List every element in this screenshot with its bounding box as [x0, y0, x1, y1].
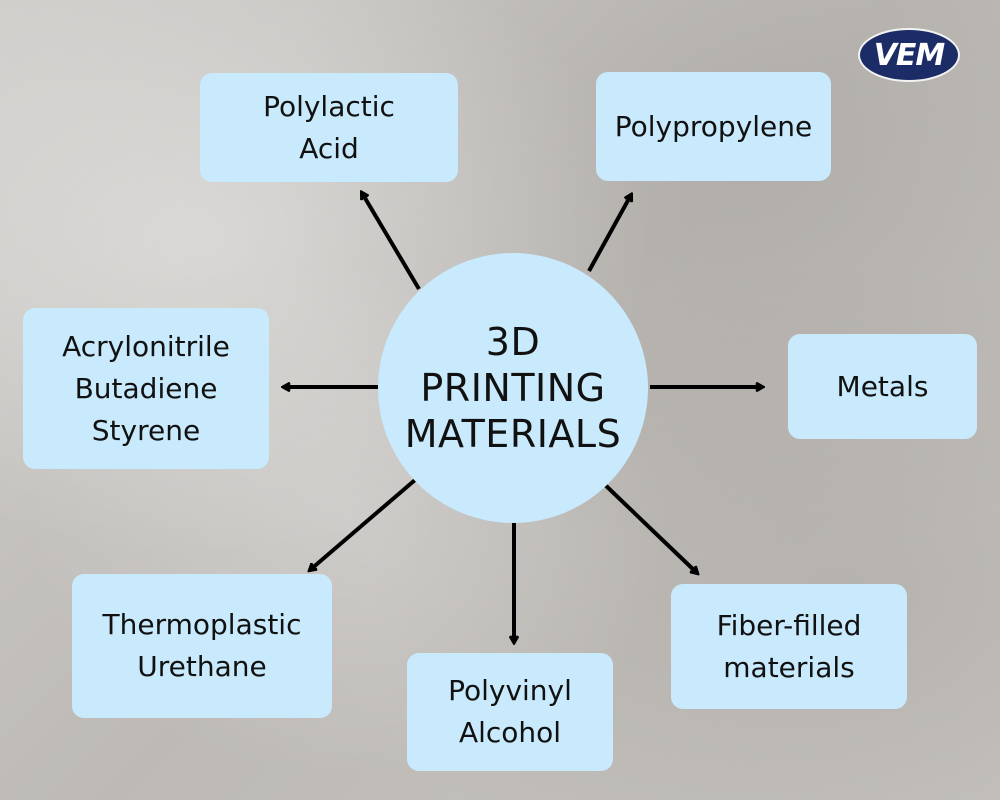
node-label-line: Styrene	[91, 413, 201, 447]
node-label-line: Polypropylene	[614, 109, 813, 143]
node-polylactic-acid: Polylactic Acid	[200, 73, 458, 182]
center-line-3: MATERIALS	[404, 412, 622, 456]
node-label-line: Thermoplastic	[102, 608, 302, 641]
node-label-line: Metals	[836, 369, 929, 403]
node-label-line: Polylactic	[263, 89, 395, 123]
center-node-3d-printing-materials: 3D PRINTING MATERIALS	[378, 253, 648, 523]
arrow-to-fiber-filled	[599, 479, 697, 573]
arrow-to-polylactic-acid	[362, 193, 421, 291]
node-label-line: Acid	[299, 131, 359, 165]
vem-logo: VEM	[858, 28, 960, 82]
node-label-line: Butadiene	[74, 371, 218, 405]
node-polypropylene: Polypropylene	[596, 72, 831, 181]
node-fiber-filled-materials: Fiber-filled materials	[671, 584, 907, 709]
node-acrylonitrile-butadiene-styrene: Acrylonitrile Butadiene Styrene	[23, 308, 269, 469]
node-label-line: materials	[723, 650, 855, 684]
node-label-line: Fiber-filled	[716, 608, 862, 642]
node-metals: Metals	[788, 334, 977, 439]
node-label-line: Polyvinyl	[448, 674, 572, 707]
center-line-2: PRINTING	[420, 366, 606, 410]
node-label-line: Urethane	[137, 650, 267, 683]
node-label-line: Acrylonitrile	[62, 329, 230, 363]
logo-text: VEM	[873, 37, 946, 73]
center-line-1: 3D	[485, 320, 541, 364]
node-thermoplastic-urethane: Thermoplastic Urethane	[72, 574, 332, 718]
arrow-to-polypropylene	[587, 195, 631, 272]
node-polyvinyl-alcohol: Polyvinyl Alcohol	[407, 653, 613, 771]
node-label-line: Alcohol	[458, 716, 562, 749]
arrow-to-tpu	[310, 478, 417, 570]
